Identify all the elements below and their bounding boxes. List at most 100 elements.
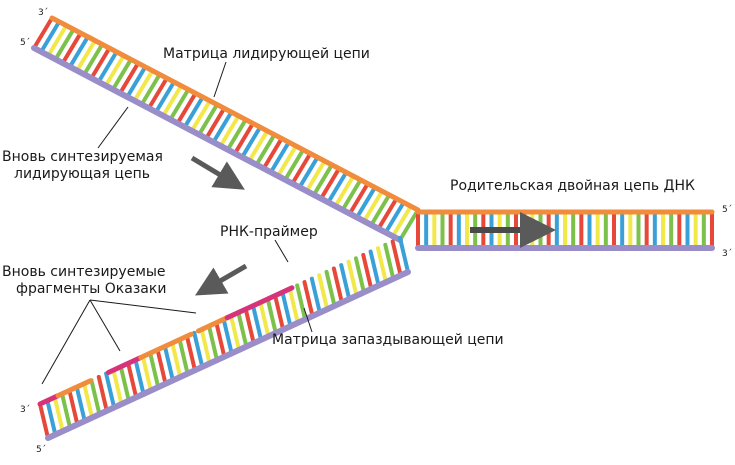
base-pair <box>353 256 366 295</box>
leading-template-label: Матрица лидирующей цепи <box>163 46 370 62</box>
base-pair <box>162 344 175 383</box>
lagging-strand-arm <box>37 236 411 441</box>
base-pair <box>268 140 291 175</box>
base-pair <box>347 181 370 216</box>
base-pair <box>368 249 381 288</box>
rna-primer-pointer <box>274 239 289 263</box>
base-pair <box>52 395 65 434</box>
base-pair <box>309 276 322 315</box>
top-left-3prime: 3´ <box>38 7 48 18</box>
base-pair <box>155 347 168 386</box>
base-pair <box>177 337 190 376</box>
backbone-strand <box>45 269 411 441</box>
base-pair <box>197 102 220 137</box>
backbone-fragment <box>37 393 61 407</box>
leading-strand-arm <box>31 15 421 243</box>
base-pair <box>254 132 277 167</box>
base-pair <box>232 121 255 156</box>
rna-primer-label: РНК-праймер <box>220 224 318 240</box>
top-left-5prime: 5´ <box>20 37 30 48</box>
base-pair <box>273 293 286 332</box>
base-pair <box>304 159 327 194</box>
base-pair <box>331 266 344 305</box>
base-pair <box>67 388 80 427</box>
new-leading-label-line1: Вновь синтезируемая <box>2 149 163 165</box>
base-pair <box>283 147 306 182</box>
base-pair <box>311 162 334 197</box>
base-pair <box>383 200 406 235</box>
base-pair <box>218 113 241 148</box>
lagging-direction-arrow <box>195 263 248 296</box>
base-pair <box>45 398 58 437</box>
base-pair <box>139 72 162 107</box>
base-pair <box>111 368 124 407</box>
base-pair <box>75 38 98 73</box>
base-pair <box>390 239 403 278</box>
base-pair <box>214 320 227 359</box>
base-pair <box>326 170 349 205</box>
base-pair <box>146 76 169 111</box>
base-pair <box>276 144 298 178</box>
base-pair <box>184 334 197 373</box>
base-pair <box>339 263 352 302</box>
backbone-strand <box>49 15 421 213</box>
base-pair <box>148 351 161 390</box>
base-pair <box>290 151 313 186</box>
base-pair <box>317 273 330 312</box>
base-pair <box>199 327 212 366</box>
parental-duplex-label: Родительская двойная цепь ДНК <box>450 178 695 194</box>
backbone-fragment <box>224 285 295 321</box>
base-pair <box>96 374 109 413</box>
base-pair <box>362 189 385 224</box>
base-pair <box>225 117 248 152</box>
base-pair <box>67 34 90 69</box>
base-pair <box>168 87 191 122</box>
base-pair <box>236 310 249 349</box>
base-pair <box>398 236 410 274</box>
new-leading-label-line2: лидирующая цепь <box>14 166 150 182</box>
base-pair <box>302 280 315 319</box>
right-5prime: 5´ <box>722 204 732 215</box>
base-pair <box>192 330 205 369</box>
parental-duplex <box>415 209 715 251</box>
base-pair <box>60 31 83 66</box>
base-pair <box>53 27 76 62</box>
base-pair <box>206 324 219 363</box>
base-pair <box>221 317 234 356</box>
base-pair <box>295 283 308 322</box>
base-pair <box>369 192 392 227</box>
base-pair <box>46 23 69 58</box>
base-pair <box>346 259 359 298</box>
base-pair <box>140 354 153 393</box>
okazaki-pointer-3 <box>89 299 197 314</box>
base-pair <box>340 177 363 212</box>
base-pair <box>103 53 126 88</box>
backbone-fragment <box>195 315 230 334</box>
base-pair <box>89 46 112 81</box>
bottom-left-5prime: 5´ <box>36 444 46 455</box>
base-pair <box>229 313 242 352</box>
base-pair <box>247 128 270 163</box>
base-pair <box>189 98 212 133</box>
base-pair <box>38 402 50 440</box>
base-pair <box>297 155 320 190</box>
leading-direction-arrow <box>190 155 245 190</box>
base-pair <box>118 364 131 403</box>
base-pair <box>74 385 87 424</box>
base-pair <box>376 196 399 231</box>
okazaki-label-line1: Вновь синтезируемые <box>2 264 166 280</box>
base-pair <box>32 16 54 50</box>
base-pair <box>89 378 102 417</box>
base-pair <box>333 174 356 209</box>
okazaki-label-line2: фрагменты Оказаки <box>16 281 166 297</box>
base-pair <box>287 286 300 325</box>
backbone-fragment <box>138 331 194 361</box>
base-pair <box>82 381 95 420</box>
bottom-left-3prime: 3´ <box>20 404 30 415</box>
lagging-template-pointer <box>303 307 313 333</box>
base-pair <box>319 166 342 201</box>
base-pair <box>39 19 62 54</box>
base-pair <box>126 361 139 400</box>
base-pair <box>240 125 263 160</box>
base-pair <box>96 49 119 84</box>
